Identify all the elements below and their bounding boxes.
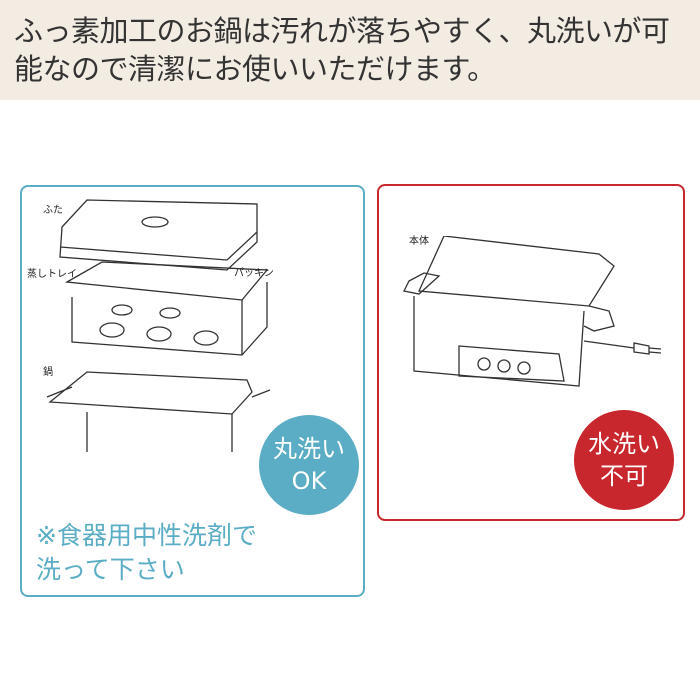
label-gasket: パッキン — [234, 268, 274, 279]
badge-line1: 水洗い — [588, 430, 660, 458]
washable-ok-badge: 丸洗い OK — [259, 415, 359, 515]
badge-line2: 不可 — [600, 462, 648, 490]
label-lid: ふた — [43, 205, 63, 216]
main-body-illustration — [403, 236, 662, 387]
detergent-note: ※食器用中性洗剤で 洗って下さい — [36, 519, 257, 587]
pot-parts-illustration — [46, 199, 271, 452]
note-line2: 洗って下さい — [36, 555, 185, 584]
header-text: ふっ素加工のお鍋は汚れが落ちやすく、丸洗いが可能なので清潔にお使いいただけます。 — [14, 14, 670, 86]
washable-parts-panel: ふた 蒸しトレイ パッキン 鍋 丸洗い OK ※食器用中性洗剤で 洗って下さい — [20, 185, 365, 597]
label-body: 本体 — [409, 236, 429, 247]
not-washable-badge: 水洗い 不可 — [574, 410, 674, 510]
note-line1: ※食器用中性洗剤で — [36, 521, 257, 550]
label-pot: 鍋 — [43, 367, 53, 378]
badge-line1: 丸洗い — [273, 435, 345, 463]
badge-line2: OK — [291, 467, 327, 495]
header-banner: ふっ素加工のお鍋は汚れが落ちやすく、丸洗いが可能なので清潔にお使いいただけます。 — [0, 0, 700, 100]
label-steam-tray: 蒸しトレイ — [27, 269, 77, 280]
not-washable-panel: 本体 水洗い 不可 — [377, 184, 685, 521]
